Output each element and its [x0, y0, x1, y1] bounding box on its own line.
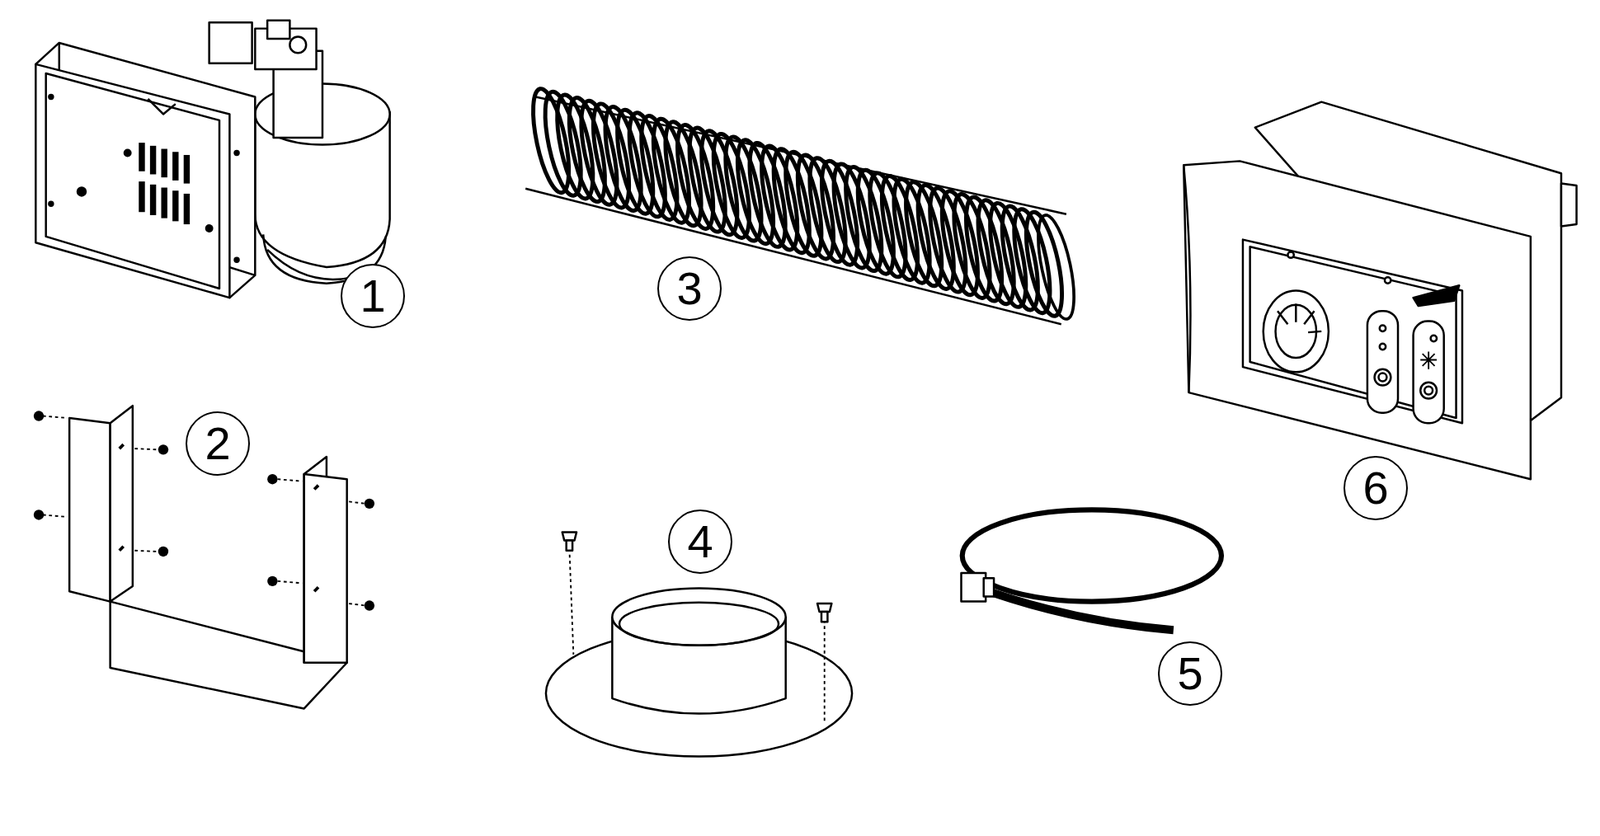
callout-number: 4: [668, 509, 733, 575]
callout-number: 6: [1343, 456, 1408, 521]
callout-text: 5: [1176, 650, 1203, 697]
callout-text: 2: [204, 420, 231, 467]
control-panel: [1183, 102, 1577, 480]
hose-clamp: [960, 509, 1221, 631]
mounting-bracket: [33, 405, 375, 709]
callout-number: 1: [340, 263, 405, 329]
callout-number: 3: [657, 256, 722, 321]
callout-text: 4: [687, 518, 713, 565]
callout-text: 1: [359, 272, 386, 320]
hose-ring: [1030, 211, 1082, 322]
callout-number: 5: [1157, 641, 1223, 706]
fan-unit: [35, 20, 390, 298]
callout-text: 3: [676, 265, 702, 312]
callout-text: 6: [1362, 465, 1389, 512]
hose-ring: [1019, 209, 1070, 320]
callout-number: 2: [185, 411, 250, 476]
flexible-hose: [525, 85, 1082, 325]
